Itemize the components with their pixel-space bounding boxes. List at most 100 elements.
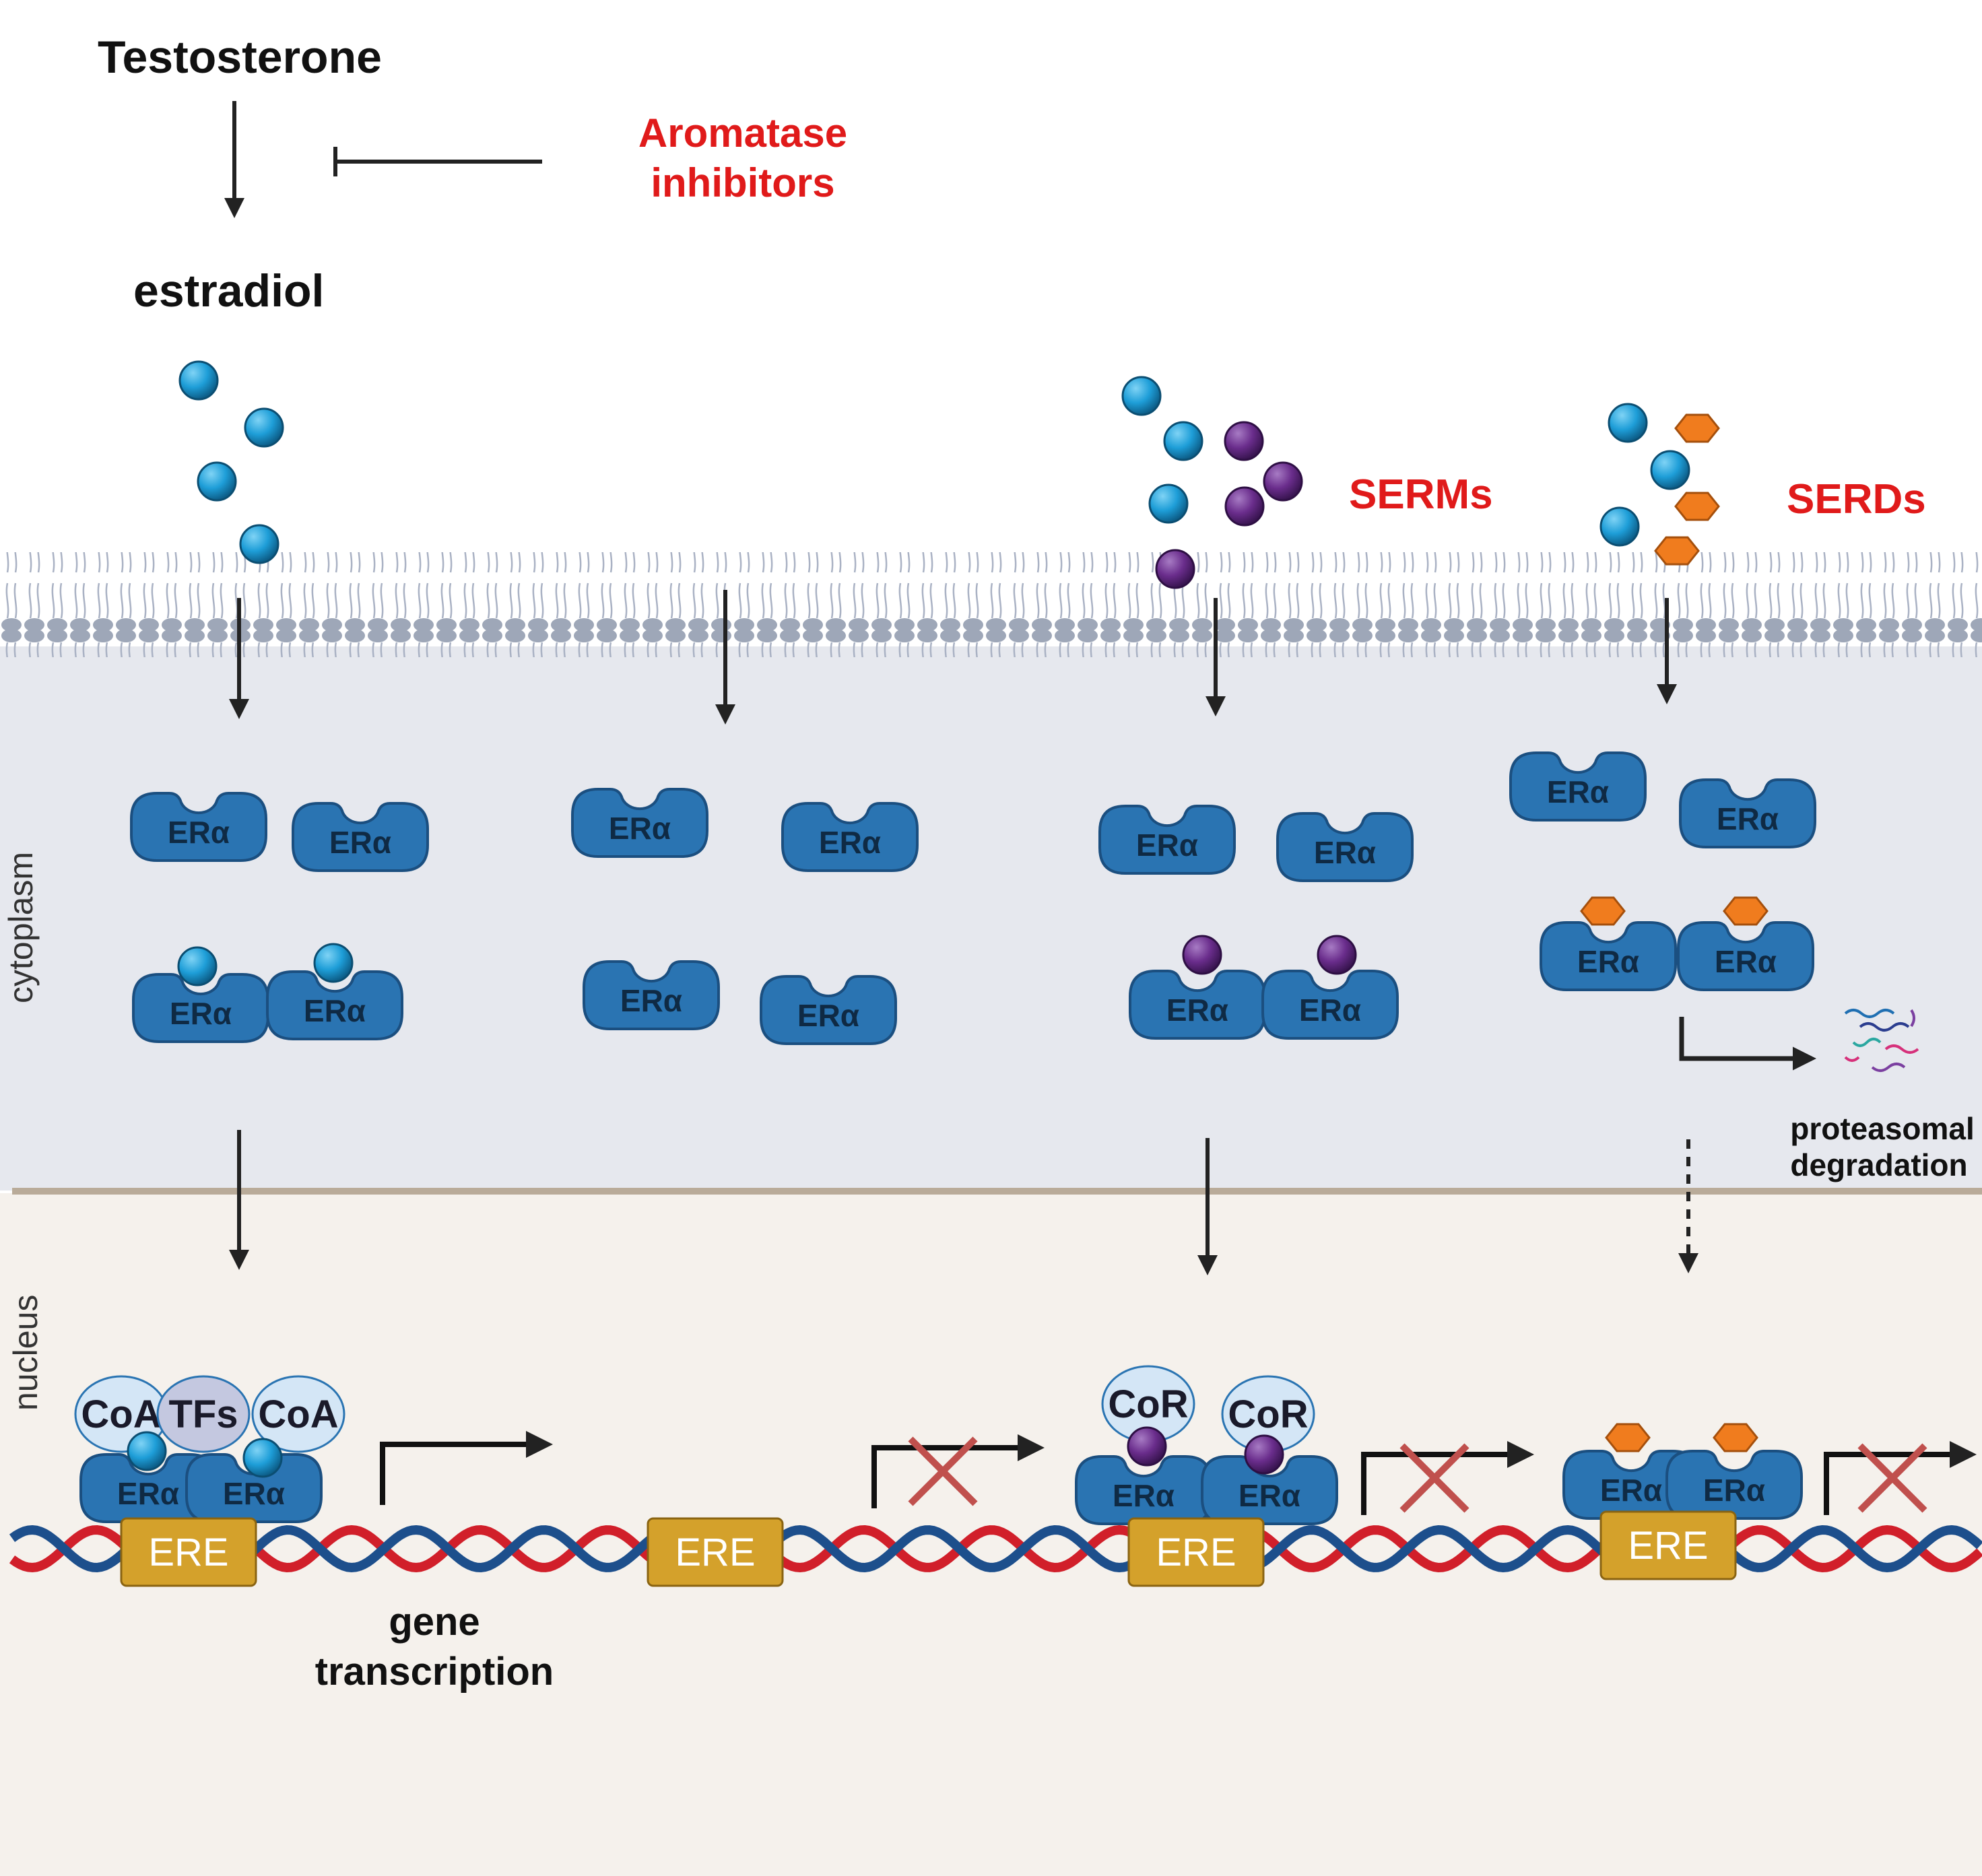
era-receptor: ERα — [1677, 921, 1814, 991]
era-label: ERα — [1717, 801, 1779, 836]
blue-sphere-icon — [177, 946, 218, 986]
era-receptor: ERα — [79, 1453, 217, 1523]
blue-sphere-icon — [1121, 376, 1162, 416]
era-label: ERα — [1314, 835, 1376, 870]
purple-sphere-icon — [1224, 421, 1264, 461]
purple-sphere-icon — [1127, 1426, 1167, 1467]
coactivator-label: CoA — [258, 1393, 338, 1436]
ere-label: ERE — [1156, 1531, 1236, 1574]
era-label: ERα — [1238, 1478, 1300, 1513]
blue-sphere-icon — [239, 524, 279, 564]
era-label: ERα — [819, 825, 881, 860]
era-label: ERα — [1703, 1473, 1765, 1508]
red-x-icon — [1857, 1443, 1927, 1513]
era-label: ERα — [170, 996, 232, 1031]
purple-sphere-icon — [1224, 486, 1265, 527]
era-label: ERα — [797, 998, 859, 1033]
blue-sphere-icon — [1148, 483, 1189, 524]
cytoplasm-label: cytoplasm — [2, 852, 40, 1003]
era-receptor: ERα — [266, 970, 403, 1040]
era-receptor: ERα — [130, 792, 267, 862]
era-receptor: ERα — [1540, 921, 1677, 991]
blue-sphere-icon — [127, 1431, 167, 1471]
era-label: ERα — [1299, 993, 1361, 1028]
nucleus-label: nucleus — [7, 1295, 44, 1411]
era-receptor: ERα — [1665, 1450, 1803, 1520]
era-label: ERα — [609, 811, 671, 846]
ere-box: ERE — [120, 1517, 257, 1587]
serms-label: SERMs — [1349, 471, 1493, 518]
orange-hexagon-icon — [1674, 492, 1720, 521]
era-receptor: ERα — [571, 788, 708, 858]
orange-hexagon-icon — [1723, 896, 1769, 926]
orange-hexagon-icon — [1580, 896, 1626, 926]
era-receptor: ERα — [1201, 1455, 1338, 1525]
ere-box: ERE — [1599, 1510, 1737, 1580]
transcription-factor: TFs — [156, 1375, 251, 1453]
era-label: ERα — [1136, 828, 1198, 863]
ere-box: ERE — [1127, 1517, 1265, 1587]
ere-box: ERE — [647, 1517, 784, 1587]
corepressor: CoR — [1221, 1375, 1315, 1453]
estradiol-label: estradiol — [133, 265, 324, 316]
aromatase-inhibitors-label-line2: inhibitors — [651, 160, 834, 205]
transcription-arrow — [380, 1431, 553, 1505]
purple-sphere-icon — [1182, 935, 1222, 975]
corepressor-label: CoR — [1228, 1393, 1308, 1436]
blue-sphere-icon — [197, 461, 237, 502]
blue-sphere-icon — [242, 1438, 283, 1478]
nuclear-envelope — [12, 1188, 1982, 1195]
era-receptor: ERα — [185, 1453, 323, 1523]
era-label: ERα — [620, 983, 682, 1018]
red-x-icon — [908, 1436, 978, 1506]
corepressor: CoR — [1101, 1365, 1195, 1443]
era-receptor: ERα — [1509, 751, 1647, 822]
orange-hexagon-icon — [1674, 413, 1720, 443]
degradation-arrow — [1679, 1017, 1816, 1071]
purple-sphere-icon — [1317, 935, 1357, 975]
era-label: ERα — [1715, 944, 1777, 979]
era-label: ERα — [1166, 993, 1228, 1028]
proteasomal-degradation-line1: proteasomal — [1790, 1111, 1975, 1146]
coactivator-label: CoA — [81, 1393, 161, 1436]
inhibition-bar — [333, 147, 542, 176]
pathway-arrows — [229, 590, 1698, 1275]
transcription-factor-label: TFs — [168, 1393, 238, 1436]
era-receptor: ERα — [1276, 812, 1414, 882]
aromatase-inhibitors-label-line1: Aromatase — [638, 110, 847, 156]
transcription-arrow — [1361, 1441, 1534, 1515]
gene-transcription-line2: transcription — [315, 1650, 554, 1694]
era-receptor: ERα — [1261, 970, 1399, 1040]
era-label: ERα — [304, 993, 366, 1028]
purple-sphere-icon — [1155, 549, 1195, 589]
blue-sphere-icon — [244, 407, 284, 448]
serds-label: SERDs — [1787, 476, 1926, 523]
peptide-fragments-icon — [1844, 1009, 1919, 1072]
era-receptor: ERα — [781, 802, 919, 872]
purple-sphere-icon — [1263, 461, 1303, 502]
era-label: ERα — [1600, 1473, 1662, 1508]
era-receptor: ERα — [1679, 778, 1816, 848]
era-label: ERα — [1547, 774, 1609, 809]
coactivator: CoA — [251, 1375, 345, 1453]
transcription-arrow — [871, 1434, 1045, 1508]
blue-sphere-icon — [313, 943, 354, 983]
era-label: ERα — [223, 1476, 285, 1511]
era-receptor: ERα — [1098, 805, 1236, 875]
era-label: ERα — [1577, 944, 1639, 979]
era-label: ERα — [117, 1476, 179, 1511]
cell-membrane — [0, 552, 1982, 657]
testosterone-label: Testosterone — [98, 32, 382, 83]
orange-hexagon-icon — [1605, 1423, 1651, 1452]
era-receptor: ERα — [132, 973, 269, 1043]
ligands — [178, 360, 1720, 589]
corepressor-label: CoR — [1108, 1382, 1188, 1426]
transcription-arrow — [1824, 1441, 1977, 1515]
gene-transcription-line1: gene — [389, 1600, 480, 1644]
blue-sphere-icon — [1163, 421, 1203, 461]
era-receptor: ERα — [583, 960, 720, 1030]
era-receptor: ERα — [760, 975, 897, 1045]
ere-label: ERE — [675, 1531, 755, 1574]
